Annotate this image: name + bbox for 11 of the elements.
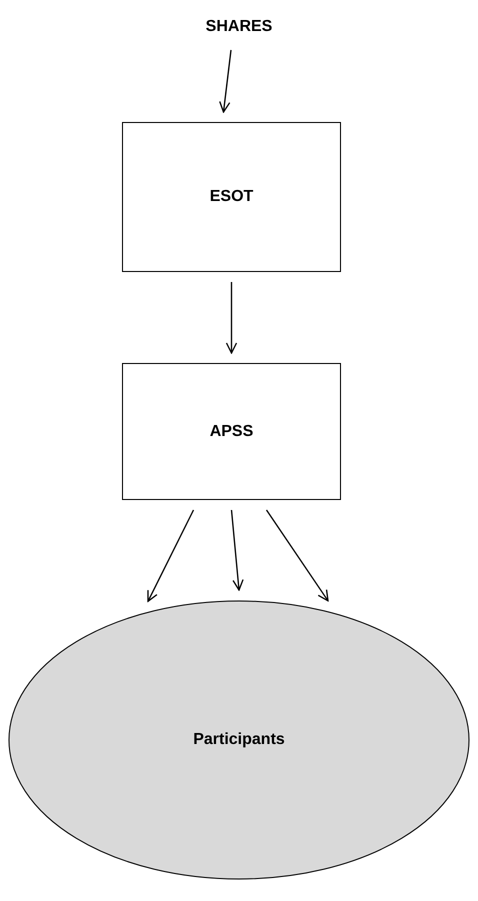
arrow — [230, 510, 244, 591]
arrow — [147, 510, 194, 602]
node-label: APSS — [210, 422, 254, 442]
node-label: Participants — [193, 730, 285, 750]
process-box — [122, 122, 341, 272]
arrow — [226, 282, 238, 354]
node-label: ESOT — [210, 187, 254, 207]
arrow — [266, 510, 329, 602]
process-box — [122, 363, 341, 500]
arrow — [219, 50, 232, 113]
node-label: SHARES — [206, 17, 272, 37]
